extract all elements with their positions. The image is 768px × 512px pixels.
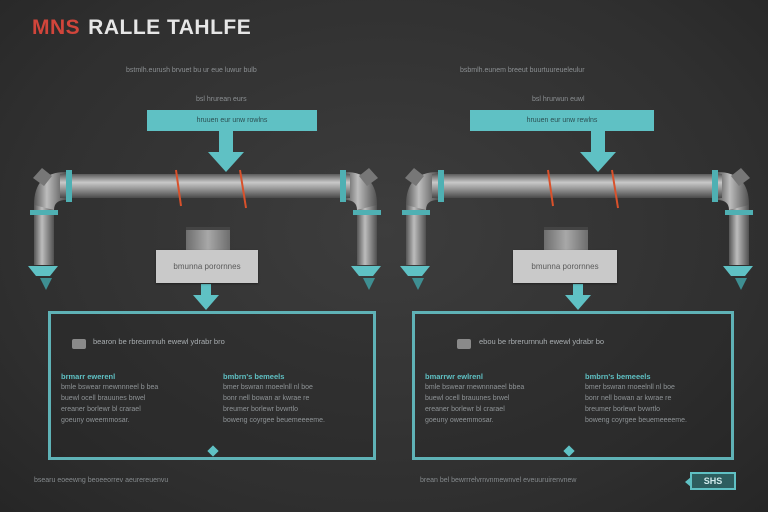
right-panel: bsbmlh.eunem breeut buurtuureueleulur bs… [384,0,768,512]
info-header: ebou be rbrerurnnuh ewewl ydrabr bo [479,337,605,346]
col1-title: brmarr ewerenl [61,372,116,381]
callout-label: hruuen eur unw rowlns [147,110,317,131]
col2-line: boweng coyrgee beuemeeeeme. [223,417,325,424]
info-icon [457,339,471,349]
info-box: bearon be rbreurnnuh ewewl ydrabr bro br… [48,311,376,460]
col1-line: goeuny oweemmosar. [61,417,130,424]
title-part-1: MNS [32,16,81,39]
box-stub [186,227,230,252]
footer-note: brean bel bewrrrelvrnvnmewnvel eveuuruir… [420,477,577,484]
callout-sup: bsl hrurean eurs [196,96,247,103]
box-stub [544,227,588,252]
badge-label[interactable]: SHS [685,472,736,490]
col1-line: buewl ocell brauunes brwel [61,395,146,402]
info-header: bearon be rbreurnnuh ewewl ydrabr bro [93,337,225,346]
col2-line: bonr nell bowan ar kwrae re [223,395,310,402]
col2-line: breumer borlewr bvwrtlo [585,406,661,413]
col1-line: ereaner borlewr bl crarael [61,406,141,413]
col1-line: bmle bswear rnewnnnaeel bbea [425,384,525,391]
col1-title: bmarrwr ewlrenl [425,372,483,381]
box-diamond [563,445,575,457]
col1-line: ereaner borlewr bl crarael [425,406,505,413]
box-label: bmunna porornnes [513,250,617,283]
info-box: ebou be rbrerurnnuh ewewl ydrabr bo bmar… [412,311,734,460]
col1-line: buewl ocell brauunes brwel [425,395,510,402]
col2-line: boweng coyrgee beuemeeeeme. [585,417,687,424]
callout-label: hruuen eur unw rewlns [470,110,654,131]
col2-line: bonr nell bowan ar kwrae re [585,395,672,402]
box-label: bmunna porornnes [156,250,258,283]
col2-title: bmbrn's bemeels [223,372,285,381]
col1-line: goeuny oweemmosar. [425,417,494,424]
left-panel: bstmlh.eurush brvuet bu ur eue luwur bul… [34,67,376,484]
callout-sup: bsl hrurwun euwl [532,96,585,103]
info-icon [72,339,86,349]
col2-title: bmbrn's bemeeels [585,372,651,381]
col2-line: breumer borlewr bvwrtlo [223,406,299,413]
box-diamond [207,445,219,457]
col2-line: bmer bswran rnoeelnll nl boe [223,384,313,391]
col1-line: bmle bswear rnewnnneel b bea [61,384,159,391]
subtitle: bstmlh.eurush brvuet bu ur eue luwur bul… [126,67,257,74]
title-part-2: RALLE TAHLFE [88,16,252,39]
footer-note: bsearu eoeewng beoeeorrev aeurereuenvu [34,477,169,484]
subtitle: bsbmlh.eunem breeut buurtuureueleulur [460,67,585,74]
col2-line: bmer bswran rnoeelnll nl boe [585,384,675,391]
page-title: MNS RALLE TAHLFE [32,16,251,40]
